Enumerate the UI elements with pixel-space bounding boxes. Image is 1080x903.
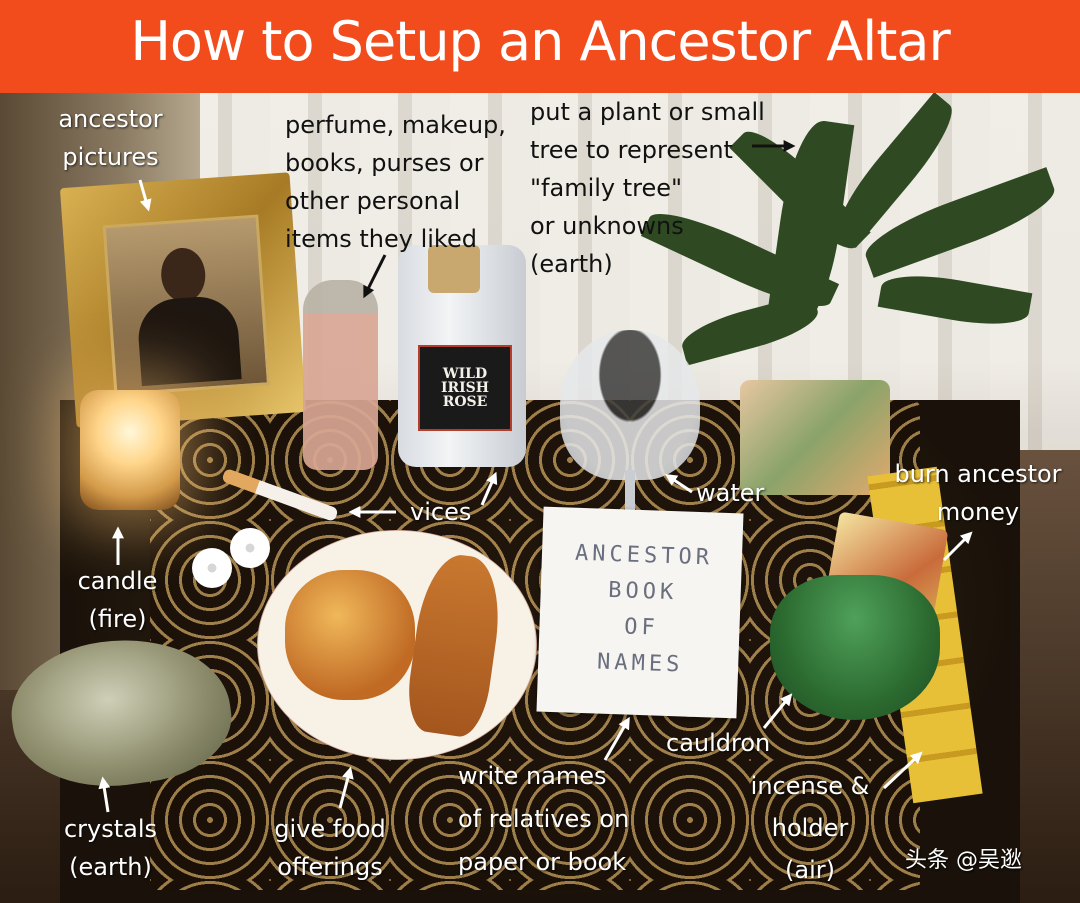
label-line: items they liked xyxy=(285,225,477,253)
label-candle: candle (fire) xyxy=(60,562,175,638)
paper-line: OF xyxy=(623,614,660,641)
candle xyxy=(80,390,180,510)
label-line: or unknowns xyxy=(530,212,684,240)
label-give-food: give food offerings xyxy=(255,810,405,886)
label-line: (earth) xyxy=(530,250,613,278)
paper-line: NAMES xyxy=(596,649,684,678)
label-ancestor-pictures: ancestor pictures xyxy=(48,100,173,176)
label-line: perfume, makeup, xyxy=(285,111,506,139)
label-line: burn ancestor xyxy=(894,460,1062,488)
label-line: candle xyxy=(77,567,158,595)
title-banner: How to Setup an Ancestor Altar xyxy=(0,0,1080,93)
mint-candy xyxy=(230,528,270,568)
label-line: put a plant or small xyxy=(530,98,765,126)
label-line: money xyxy=(936,498,1020,526)
paper-line: ANCESTOR xyxy=(574,540,714,571)
label-line: tree to represent xyxy=(530,136,733,164)
bottle-label: WILD IRISH ROSE xyxy=(418,345,512,431)
bottle-label-text: WILD IRISH ROSE xyxy=(420,367,510,409)
bottle-cap xyxy=(428,245,480,293)
label-burn-ancestor-money: burn ancestor money xyxy=(878,455,1078,531)
water-glass xyxy=(560,330,700,480)
label-line: ancestor xyxy=(58,105,163,133)
glass-stem xyxy=(625,470,635,510)
label-line: (air) xyxy=(785,856,835,884)
watermark: 头条 @吴逖 xyxy=(905,848,1022,873)
label-incense: incense & holder (air) xyxy=(740,765,880,891)
bottle-label-line: WILD xyxy=(442,366,488,382)
label-line: of relatives on xyxy=(458,805,630,833)
biscuit xyxy=(285,570,415,700)
label-line: pictures xyxy=(62,143,159,171)
photo-body xyxy=(135,294,242,387)
label-line: crystals xyxy=(63,815,158,843)
label-cauldron: cauldron xyxy=(666,729,771,757)
label-line: (earth) xyxy=(69,853,152,881)
bottle-label-line: IRISH xyxy=(440,380,490,396)
paper-handwriting: ANCESTOR BOOK OF NAMES xyxy=(550,535,735,685)
label-water: water xyxy=(696,479,765,507)
bottle-label-line: ROSE xyxy=(442,394,488,410)
photo-head xyxy=(159,246,208,304)
label-line: paper or book xyxy=(458,848,627,876)
plant-pot xyxy=(740,380,890,495)
label-line: other personal xyxy=(285,187,461,215)
perfume-bottle xyxy=(303,280,378,470)
label-line: (fire) xyxy=(88,605,147,633)
label-line: books, purses or xyxy=(285,149,484,177)
liquor-bottle: WILD IRISH ROSE xyxy=(398,245,526,467)
book-of-names-paper: ANCESTOR BOOK OF NAMES xyxy=(536,506,744,719)
label-personal-items: perfume, makeup, books, purses or other … xyxy=(285,106,506,258)
label-line: give food xyxy=(274,815,386,843)
label-line: incense & xyxy=(750,772,870,800)
label-line: write names xyxy=(458,762,607,790)
label-line: holder xyxy=(771,814,849,842)
ancestor-photo xyxy=(102,214,271,397)
label-line: "family tree" xyxy=(530,174,683,202)
label-write-names: write names of relatives on paper or boo… xyxy=(458,755,629,884)
page-title: How to Setup an Ancestor Altar xyxy=(130,10,950,73)
cauldron xyxy=(770,575,940,720)
paper-line: BOOK xyxy=(607,577,678,606)
label-plant: put a plant or small tree to represent "… xyxy=(530,93,765,283)
label-crystals: crystals (earth) xyxy=(48,810,173,886)
label-line: offerings xyxy=(277,853,383,881)
label-vices: vices xyxy=(410,498,472,526)
mint-candy xyxy=(192,548,232,588)
